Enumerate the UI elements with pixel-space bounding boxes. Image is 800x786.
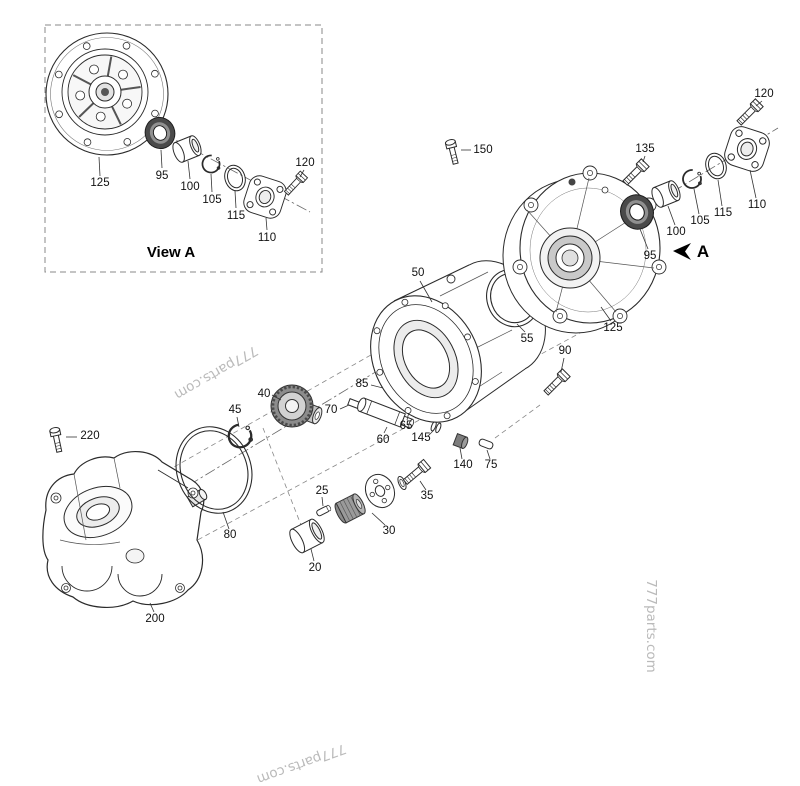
part-washer-145: [430, 420, 442, 434]
part-label-90: 90: [559, 345, 572, 357]
view-a-marker: A: [697, 242, 709, 261]
part-bushing-20: [289, 518, 325, 554]
part-label-135: 135: [635, 143, 654, 155]
part-label-150: 150: [473, 144, 492, 156]
gear-housing-cluster: 50 55 90 150: [370, 138, 572, 423]
part-pin-75: [478, 438, 494, 450]
part-gear-40: [270, 384, 323, 428]
part-label-140: 140: [453, 459, 472, 471]
inset-label-100: 100: [180, 181, 199, 193]
housing50-leader-lines: [419, 149, 565, 373]
part-label-95: 95: [644, 250, 657, 262]
part-flange-110: [721, 123, 773, 175]
part-label-25: 25: [316, 485, 329, 497]
part-bolt-220: [48, 426, 65, 454]
part-label-125: 125: [603, 322, 622, 334]
inset-label-95: 95: [156, 170, 169, 182]
part-label-220: 220: [80, 430, 99, 442]
watermark-vertical: 777parts.com: [643, 579, 659, 673]
part-label-70: 70: [325, 404, 338, 416]
part-cover-125: [502, 165, 667, 334]
part-label-45: 45: [229, 404, 242, 416]
part-label-40: 40: [258, 388, 271, 400]
inset-part-bushing-100: [170, 133, 204, 165]
part-label-145: 145: [411, 432, 430, 444]
part-label-55: 55: [521, 333, 534, 345]
part-label-120: 120: [754, 88, 773, 100]
cover-leader-lines: [600, 100, 763, 322]
part-label-200: 200: [145, 613, 164, 625]
part-label-60: 60: [377, 434, 390, 446]
part-bolt-35: [401, 458, 432, 487]
watermark-bottom: 777parts.com: [255, 740, 348, 786]
part-label-35: 35: [421, 490, 434, 502]
inset-label-110: 110: [258, 232, 276, 244]
part-label-80: 80: [224, 529, 237, 541]
part-label-110: 110: [748, 199, 766, 211]
inset-box: [44, 24, 323, 273]
part-bolt-150: [444, 138, 462, 166]
part-bolt-135: [620, 158, 650, 188]
part-shaft-60: [357, 397, 415, 429]
inset-view-a: 125 95 100 105 115 110 120 View A: [44, 24, 323, 273]
inset-part-snap-ring-105: [199, 151, 224, 176]
part-housing-50: [370, 260, 546, 423]
pump-housing-cluster: 220 200 80 25 20 30 35: [42, 426, 434, 625]
part-o-ring-80: [175, 426, 253, 514]
part-nut-140: [452, 432, 469, 450]
inset-part-cover-125: [45, 32, 169, 156]
part-label-50: 50: [412, 267, 425, 279]
part-snap-ring-105: [679, 166, 706, 192]
part-label-115: 115: [714, 207, 732, 219]
part-label-20: 20: [309, 562, 322, 574]
watermark-diagonal: 777parts.com: [171, 342, 260, 403]
inset-part-flange-110: [240, 172, 290, 222]
view-a-arrow-icon: [673, 243, 691, 260]
part-gear-30: [334, 473, 396, 524]
inset-label-125: 125: [90, 177, 109, 189]
part-label-100: 100: [666, 226, 685, 238]
inset-label-115: 115: [227, 210, 245, 222]
part-pin-25: [316, 504, 332, 517]
part-label-105: 105: [690, 215, 709, 227]
part-label-30: 30: [383, 525, 396, 537]
inset-part-o-ring-115: [220, 162, 250, 194]
rear-cover-cluster: A 135 120 110 115 105 100 95 125: [502, 88, 774, 334]
part-housing-200: [42, 451, 208, 608]
inset-part-bolt-120: [282, 170, 308, 198]
part-label-65: 65: [400, 420, 413, 432]
inset-leader-lines: [98, 149, 305, 231]
part-bolt-90: [541, 368, 571, 398]
part-label-85: 85: [356, 378, 369, 390]
inset-label-105: 105: [202, 194, 221, 206]
inset-view-title: View A: [147, 244, 196, 261]
part-label-75: 75: [485, 459, 498, 471]
inset-label-120: 120: [295, 157, 314, 169]
lower-leader-lines: [66, 436, 427, 613]
